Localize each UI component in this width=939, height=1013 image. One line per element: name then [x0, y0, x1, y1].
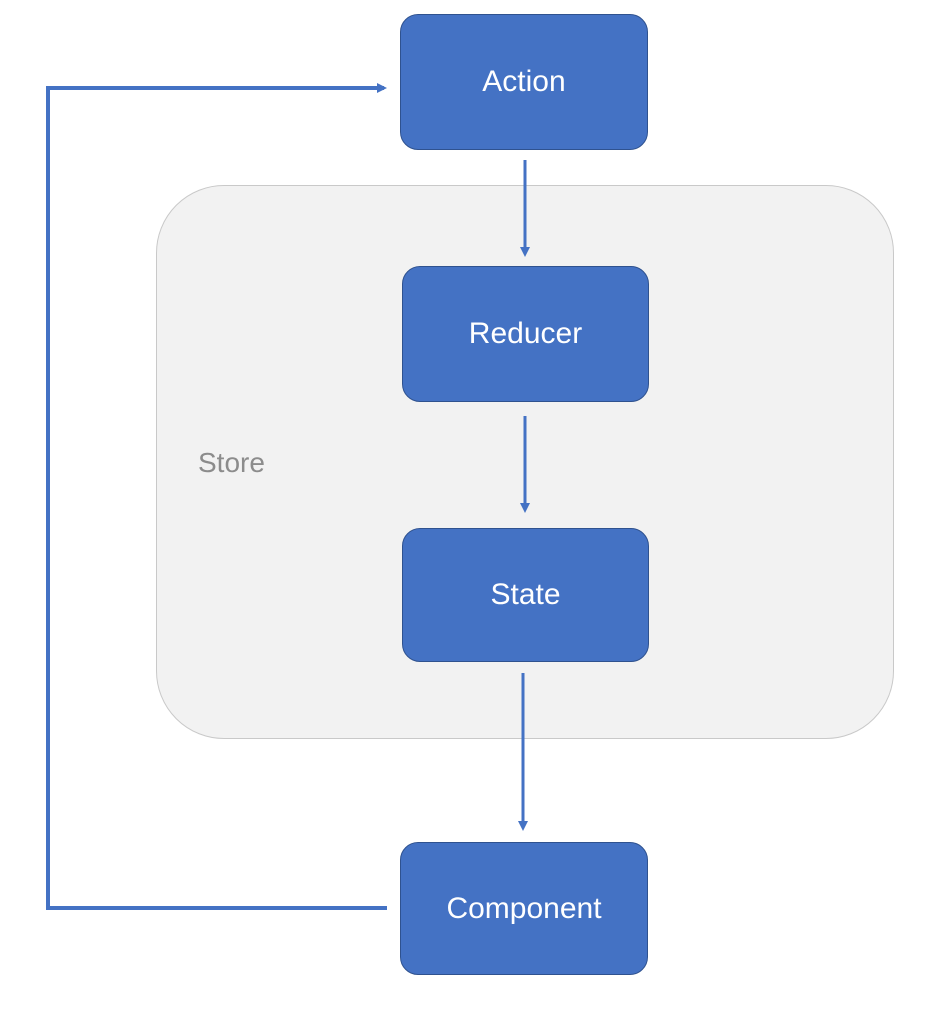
- store-label: Store: [198, 447, 265, 478]
- reducer-node[interactable]: Reducer: [402, 266, 649, 402]
- state-node[interactable]: State: [402, 528, 649, 662]
- component-node[interactable]: Component: [400, 842, 648, 975]
- action-node[interactable]: Action: [400, 14, 648, 150]
